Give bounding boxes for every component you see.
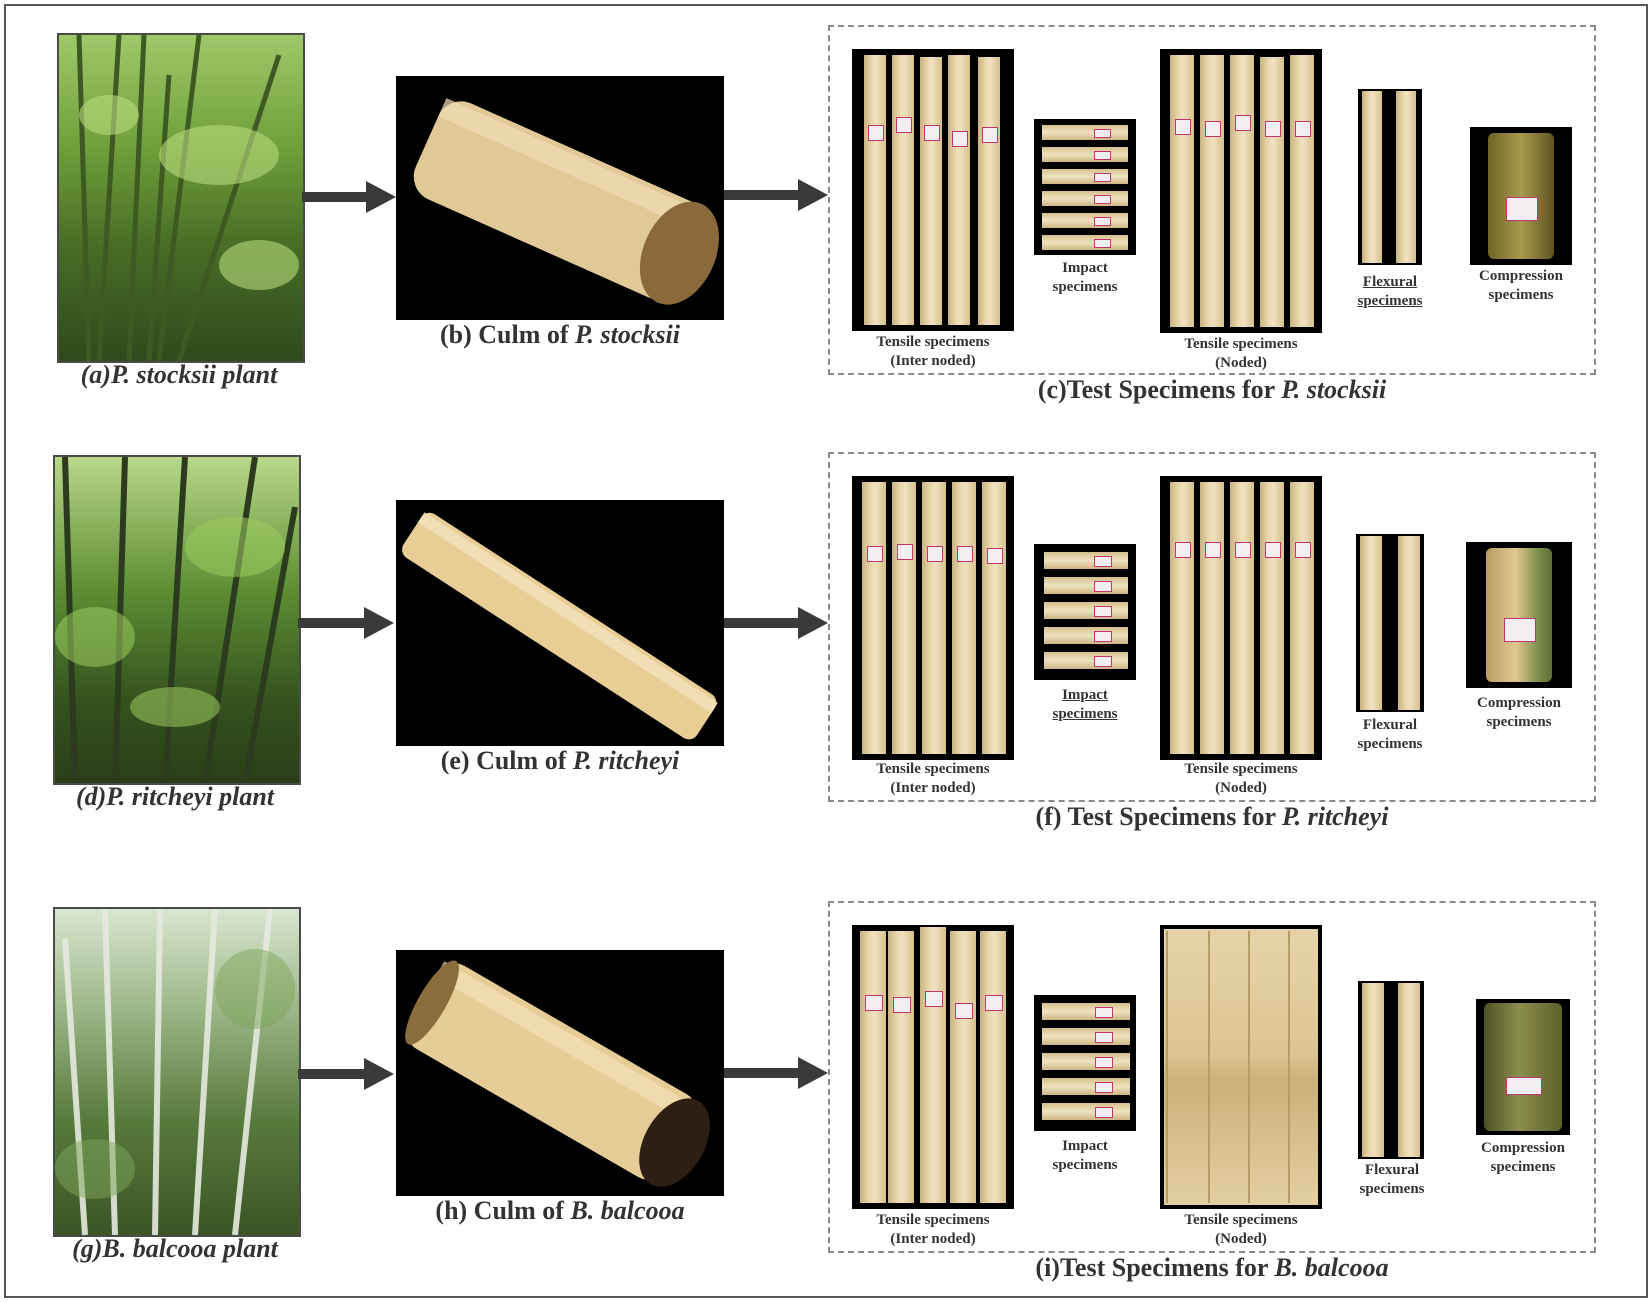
test-caption-species: P. stocksii xyxy=(1281,375,1387,404)
tensile-internode-label: Tensile specimens (Inter noded) xyxy=(876,1212,990,1247)
tensile-noded-label: Tensile specimens (Noded) xyxy=(1184,336,1298,371)
culm-photo-balcooa xyxy=(396,950,724,1196)
plant-caption: (g)B. balcooa plant xyxy=(72,1234,278,1263)
arrow-icon xyxy=(302,181,396,213)
bamboo-culms-illustration xyxy=(55,457,298,783)
bamboo-culms-illustration xyxy=(55,909,295,1235)
flexural-photo xyxy=(1358,89,1422,265)
culm-caption-prefix: (e) Culm of xyxy=(440,746,573,775)
plant-photo-stocksii xyxy=(57,33,305,363)
impact-label: Impact specimens xyxy=(1052,260,1118,295)
tensile-noded-label: Tensile specimens (Noded) xyxy=(1184,1212,1298,1247)
tensile-noded-photo xyxy=(1160,925,1322,1209)
arrow-icon xyxy=(724,179,828,211)
test-caption-prefix: (c)Test Specimens for xyxy=(1037,375,1282,404)
test-caption: (c)Test Specimens for P. stocksii xyxy=(828,375,1596,405)
arrow-icon xyxy=(724,1057,828,1089)
test-specimens-panel: Tensile specimens (Inter noded) Impact s… xyxy=(828,452,1596,802)
tensile-noded-label: Tensile specimens (Noded) xyxy=(1184,761,1298,796)
arrow-icon xyxy=(298,607,394,639)
culm-photo-ritcheyi xyxy=(396,500,724,746)
test-specimens-panel: Tensile specimens (Inter noded) Impact s… xyxy=(828,901,1596,1253)
culm-caption: (b) Culm of P. stocksii xyxy=(396,320,724,350)
impact-photo xyxy=(1034,119,1136,255)
plant-photo-ritcheyi xyxy=(53,455,301,785)
flexural-label: Flexural specimens xyxy=(1359,1162,1425,1197)
test-caption: (f) Test Specimens for P. ritcheyi xyxy=(828,802,1596,832)
plant-caption: (d)P. ritcheyi plant xyxy=(75,782,275,811)
flexural-label: Flexural specimens xyxy=(1357,717,1423,752)
culm-caption-prefix: (b) Culm of xyxy=(439,320,576,349)
impact-photo xyxy=(1034,995,1136,1131)
culm-caption: (e) Culm of P. ritcheyi xyxy=(396,746,724,776)
flexural-label: Flexural specimens xyxy=(1357,274,1423,309)
arrow-icon xyxy=(298,1058,394,1090)
impact-label: Impact specimens xyxy=(1052,687,1118,722)
tensile-internode-photo xyxy=(852,476,1014,760)
plant-photo-balcooa xyxy=(53,907,301,1237)
compression-label: Compression specimens xyxy=(1479,268,1563,303)
compression-photo xyxy=(1470,127,1572,265)
test-caption-species: B. balcooa xyxy=(1274,1253,1389,1282)
compression-photo xyxy=(1466,542,1572,688)
test-caption-species: P. ritcheyi xyxy=(1282,802,1389,831)
compression-label: Compression specimens xyxy=(1481,1140,1565,1175)
arrow-icon xyxy=(724,607,828,639)
compression-photo xyxy=(1476,999,1570,1135)
tensile-noded-photo xyxy=(1160,49,1322,333)
culm-caption-species: P. ritcheyi xyxy=(572,746,680,775)
tensile-internode-label: Tensile specimens (Inter noded) xyxy=(876,334,990,369)
figure-frame xyxy=(4,4,1648,1298)
tensile-noded-photo xyxy=(1160,476,1322,760)
tensile-internode-photo xyxy=(852,925,1014,1209)
impact-photo xyxy=(1034,544,1136,680)
culm-photo-stocksii xyxy=(396,76,724,320)
test-caption: (i)Test Specimens for B. balcooa xyxy=(828,1253,1596,1283)
bamboo-culms-illustration xyxy=(76,35,299,361)
plant-caption: (a)P. stocksii plant xyxy=(80,360,278,389)
tensile-internode-label: Tensile specimens (Inter noded) xyxy=(876,761,990,796)
compression-label: Compression specimens xyxy=(1477,695,1561,730)
test-caption-prefix: (f) Test Specimens for xyxy=(1035,802,1283,831)
culm-caption-species: B. balcooa xyxy=(570,1196,685,1225)
test-caption-prefix: (i)Test Specimens for xyxy=(1035,1253,1275,1282)
flexural-photo xyxy=(1356,534,1424,712)
flexural-photo xyxy=(1358,981,1424,1159)
culm-caption: (h) Culm of B. balcooa xyxy=(396,1196,724,1226)
tensile-internode-photo xyxy=(852,49,1014,331)
culm-caption-prefix: (h) Culm of xyxy=(435,1196,571,1225)
test-specimens-panel: Tensile specimens (Inter noded) Impact s… xyxy=(828,25,1596,375)
culm-caption-species: P. stocksii xyxy=(575,320,681,349)
impact-label: Impact specimens xyxy=(1052,1138,1118,1173)
